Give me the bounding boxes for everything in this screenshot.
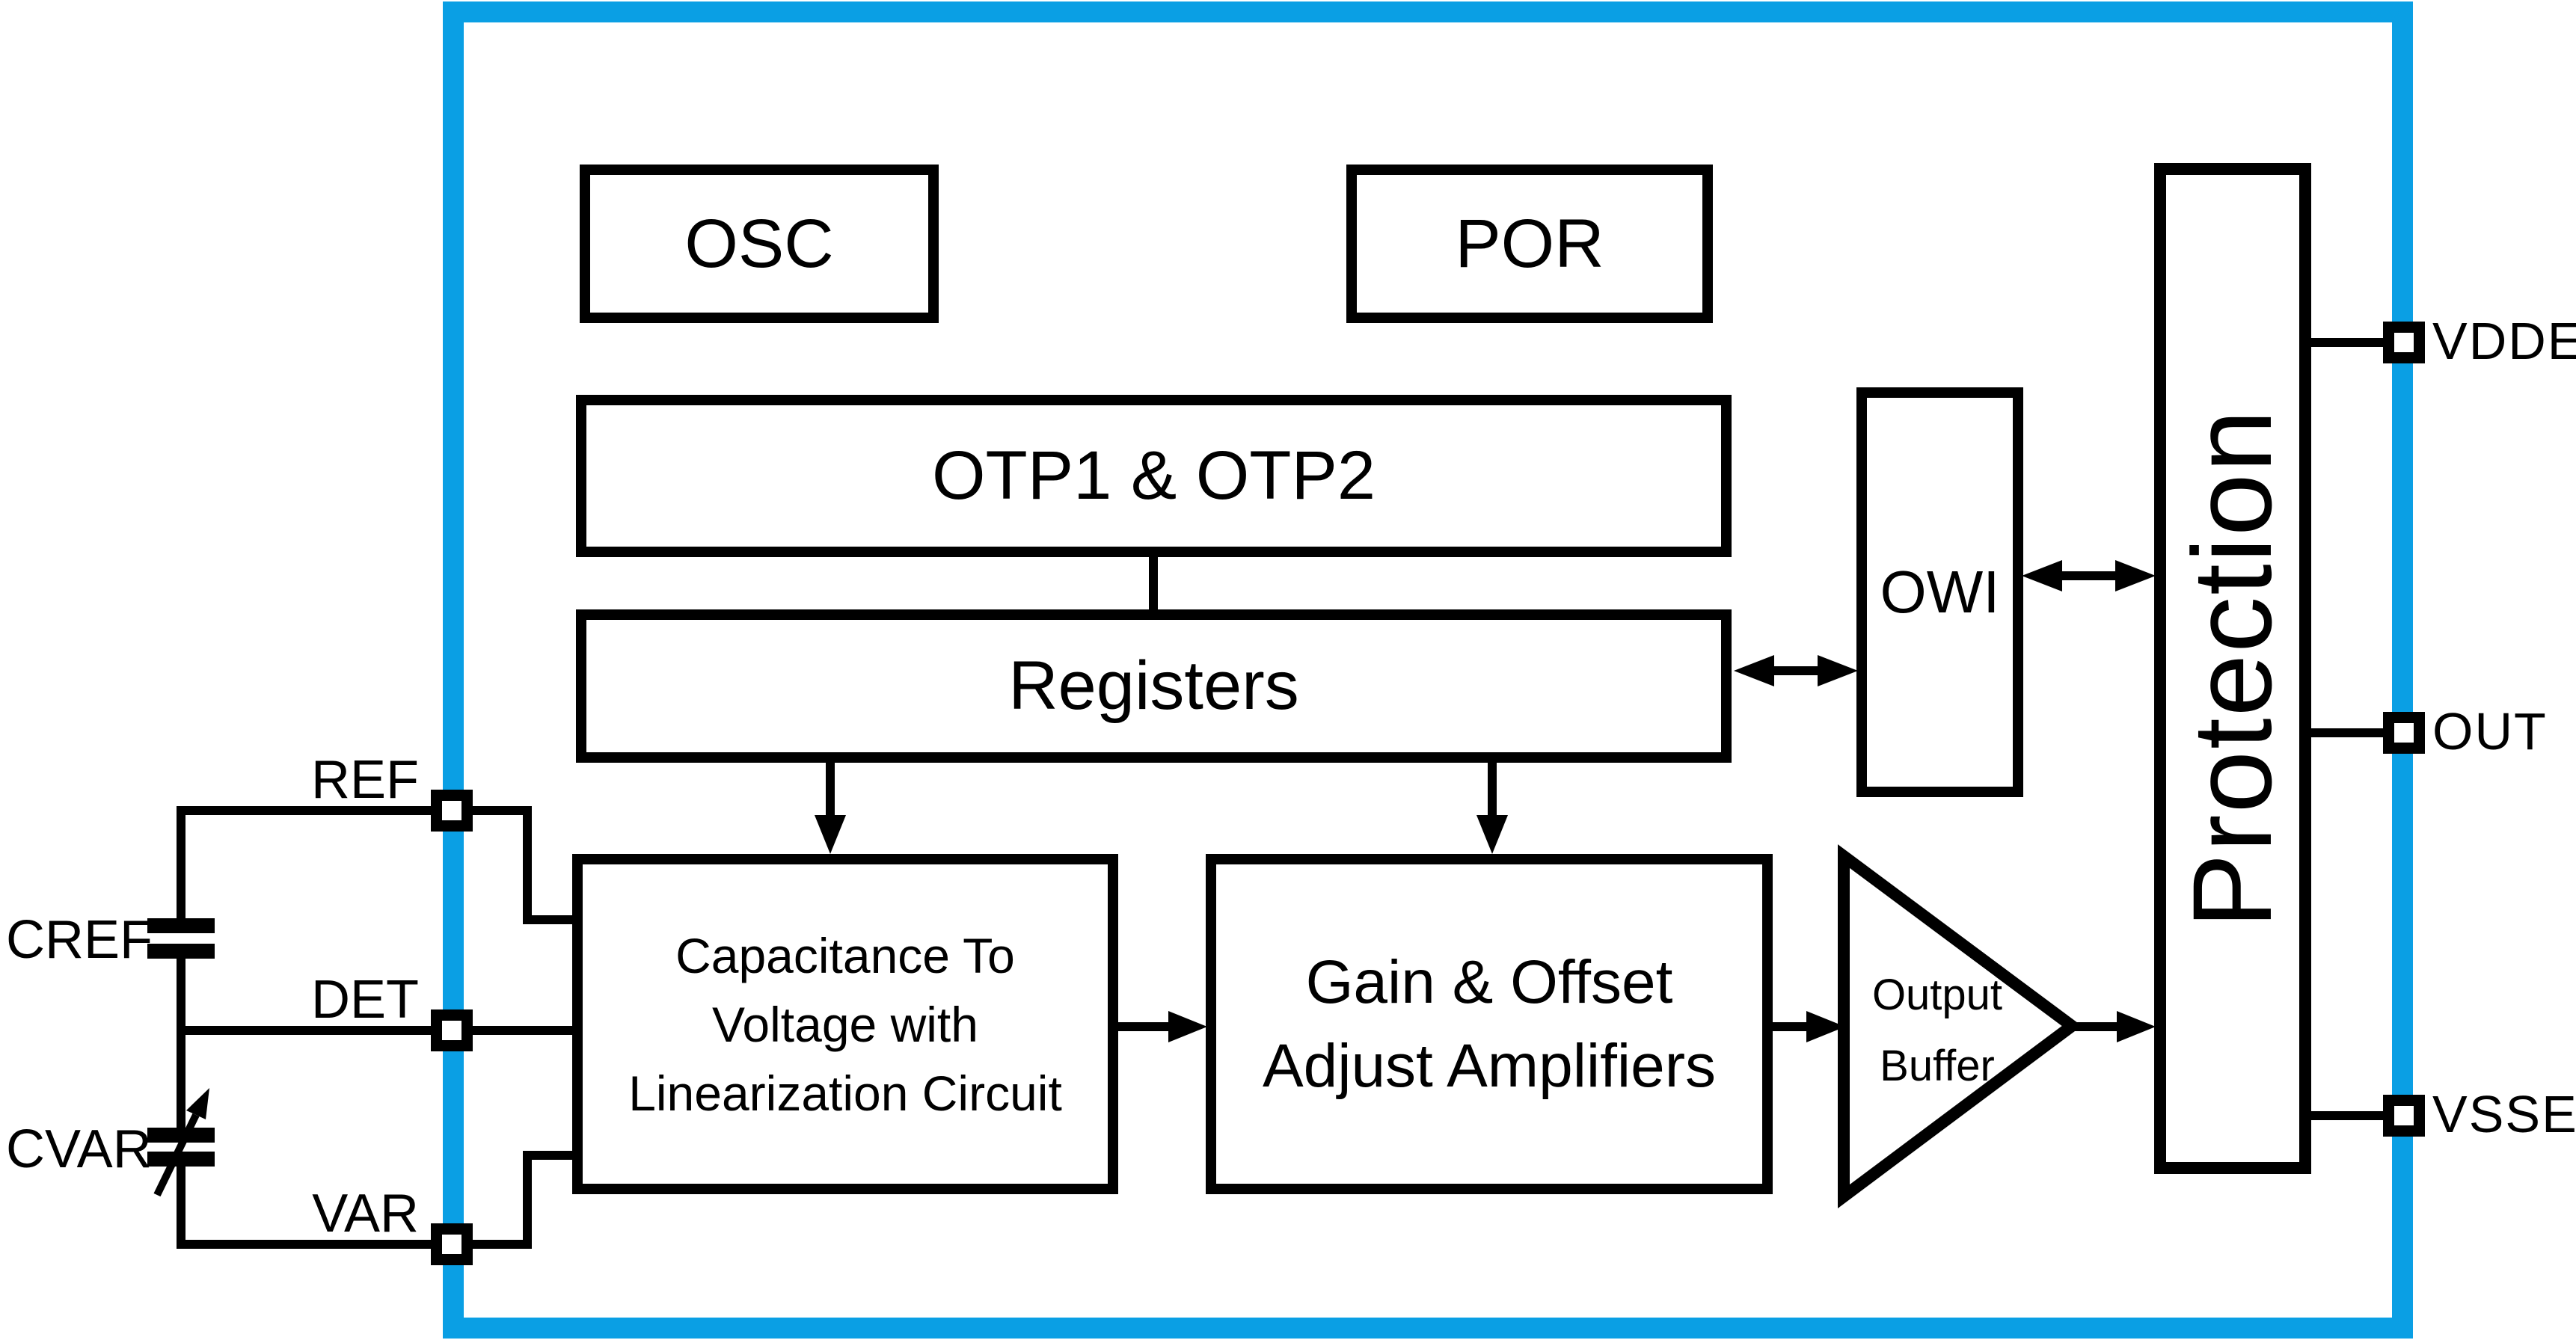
arrow-shafts — [826, 571, 2119, 1031]
protection-block: Protection — [2154, 163, 2311, 1174]
out-pin-square — [2383, 712, 2425, 754]
cref-label: CREF — [6, 910, 153, 970]
cvar-capacitor — [147, 1088, 215, 1197]
cref-plate-bottom — [147, 944, 215, 959]
cap-label-line2: Voltage with — [712, 996, 978, 1052]
osc-label: OSC — [684, 205, 834, 282]
vsse-pin-label: VSSE — [2432, 1085, 2576, 1143]
chip-boundary — [443, 1, 2413, 1339]
det-pin-square — [431, 1009, 473, 1051]
vsse-pin-square — [2383, 1095, 2425, 1137]
cap-to-gain-arrow-head — [1168, 1011, 1207, 1042]
registers-label: Registers — [1008, 648, 1299, 725]
cap-to-voltage-block: Capacitance To Voltage with Linearizatio… — [572, 854, 1118, 1194]
gain-label-line1: Gain & Offset — [1305, 947, 1673, 1016]
owi-protection-arrow-head-left — [2022, 560, 2062, 591]
registers-block: Registers — [576, 609, 1732, 763]
osc-block: OSC — [580, 165, 939, 323]
output-buffer-line1: Output — [1871, 971, 2003, 1019]
cvar-label: CVAR — [6, 1119, 152, 1179]
por-label: POR — [1455, 205, 1604, 282]
owi-label: OWI — [1880, 559, 2000, 625]
cvar-plate-bottom — [147, 1152, 215, 1167]
vdde-pin-square — [2383, 322, 2425, 363]
gain-to-buffer-arrow-head — [1806, 1011, 1845, 1042]
var-wire-inner — [468, 1151, 579, 1249]
registers-owi-arrow-head-right — [1818, 655, 1858, 686]
cref-capacitor — [147, 918, 215, 959]
ref-pin-label: REF — [311, 750, 419, 810]
out-pin-label: OUT — [2432, 702, 2548, 760]
gain-offset-label: Gain & Offset Adjust Amplifiers — [1263, 941, 1716, 1108]
var-pin-square — [431, 1223, 473, 1265]
cap-to-voltage-label: Capacitance To Voltage with Linearizatio… — [628, 921, 1062, 1128]
protection-label: Protection — [2169, 408, 2296, 929]
gain-label-line2: Adjust Amplifiers — [1262, 1031, 1717, 1100]
ref-pin-square — [431, 790, 473, 832]
por-block: POR — [1346, 165, 1713, 323]
otp-label: OTP1 & OTP2 — [931, 437, 1376, 514]
cap-label-line1: Capacitance To — [675, 927, 1015, 983]
output-buffer-label: Output Buffer — [1844, 959, 2031, 1101]
ref-wire-inner — [468, 806, 579, 924]
buffer-to-protection-arrow-head — [2117, 1011, 2156, 1042]
var-pin-label: VAR — [312, 1184, 419, 1244]
output-buffer-line2: Buffer — [1880, 1042, 1995, 1090]
cvar-plate-top — [147, 1128, 215, 1143]
owi-protection-arrow-head-right — [2115, 560, 2156, 591]
registers-owi-arrow-head-left — [1734, 655, 1774, 686]
cvar-variable-arrow-shaft — [153, 1113, 200, 1197]
cvar-variable-arrow-head — [186, 1088, 209, 1119]
vdde-pin-label: VDDE — [2432, 312, 2576, 370]
registers-to-cap-arrow-head — [815, 815, 846, 854]
det-pin-label: DET — [311, 970, 419, 1030]
owi-block: OWI — [1856, 387, 2023, 797]
registers-to-gain-arrow-head — [1476, 815, 1508, 854]
otp-block: OTP1 & OTP2 — [576, 395, 1732, 557]
gain-offset-block: Gain & Offset Adjust Amplifiers — [1206, 854, 1773, 1194]
cap-label-line3: Linearization Circuit — [628, 1065, 1062, 1121]
cref-plate-top — [147, 918, 215, 933]
arrow-heads — [815, 560, 2156, 1042]
wire-group — [177, 338, 2389, 1249]
